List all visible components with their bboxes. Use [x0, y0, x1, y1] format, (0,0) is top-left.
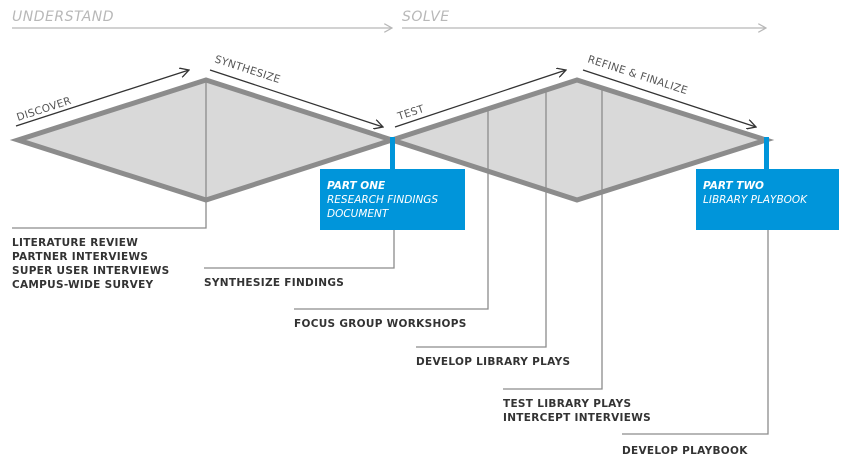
- stage-synthesize-label: SYNTHESIZE: [213, 53, 282, 86]
- synthesize-arrow: [209, 69, 383, 127]
- part-two-line1: LIBRARY PLAYBOOK: [703, 194, 808, 206]
- discover-connector: [12, 80, 207, 229]
- phase-solve-label: SOLVE: [402, 9, 450, 25]
- discover-arrow: [15, 70, 189, 127]
- test-connector: [503, 88, 603, 390]
- develop-playbook-connector: [622, 230, 769, 435]
- part-two-title: PART TWO: [703, 180, 764, 192]
- activity-focus-group: FOCUS GROUP WORKSHOPS: [294, 318, 467, 330]
- part-one-line2: DOCUMENT: [327, 208, 390, 220]
- part-one-box: PART ONE RESEARCH FINDINGS DOCUMENT: [320, 169, 465, 230]
- activity-partner-interviews: PARTNER INTERVIEWS: [12, 251, 148, 263]
- phase-understand-label: UNDERSTAND: [12, 9, 114, 25]
- activity-develop-playbook: DEVELOP PLAYBOOK: [622, 445, 748, 457]
- part-two-box: PART TWO LIBRARY PLAYBOOK: [696, 169, 839, 230]
- focus-connector: [294, 108, 489, 310]
- activity-literature-review: LITERATURE REVIEW: [12, 237, 138, 249]
- activity-intercept-interviews: INTERCEPT INTERVIEWS: [503, 412, 651, 424]
- test-arrow: [394, 70, 566, 128]
- develop-plays-connector: [416, 90, 547, 348]
- part-one-line1: RESEARCH FINDINGS: [327, 194, 438, 206]
- refine-arrow: [582, 69, 756, 127]
- activity-super-user-interviews: SUPER USER INTERVIEWS: [12, 265, 169, 277]
- synthesize-connector: [204, 230, 395, 269]
- stage-test-label: TEST: [395, 103, 426, 123]
- part-one-marker: [390, 137, 395, 169]
- stage-discover-label: DISCOVER: [15, 95, 73, 124]
- part-one-title: PART ONE: [327, 180, 386, 192]
- activity-test-plays: TEST LIBRARY PLAYS: [503, 398, 631, 410]
- activity-synthesize-findings: SYNTHESIZE FINDINGS: [204, 277, 344, 289]
- activity-develop-plays: DEVELOP LIBRARY PLAYS: [416, 356, 570, 368]
- part-two-marker: [764, 137, 769, 169]
- activity-campus-survey: CAMPUS-WIDE SURVEY: [12, 279, 154, 291]
